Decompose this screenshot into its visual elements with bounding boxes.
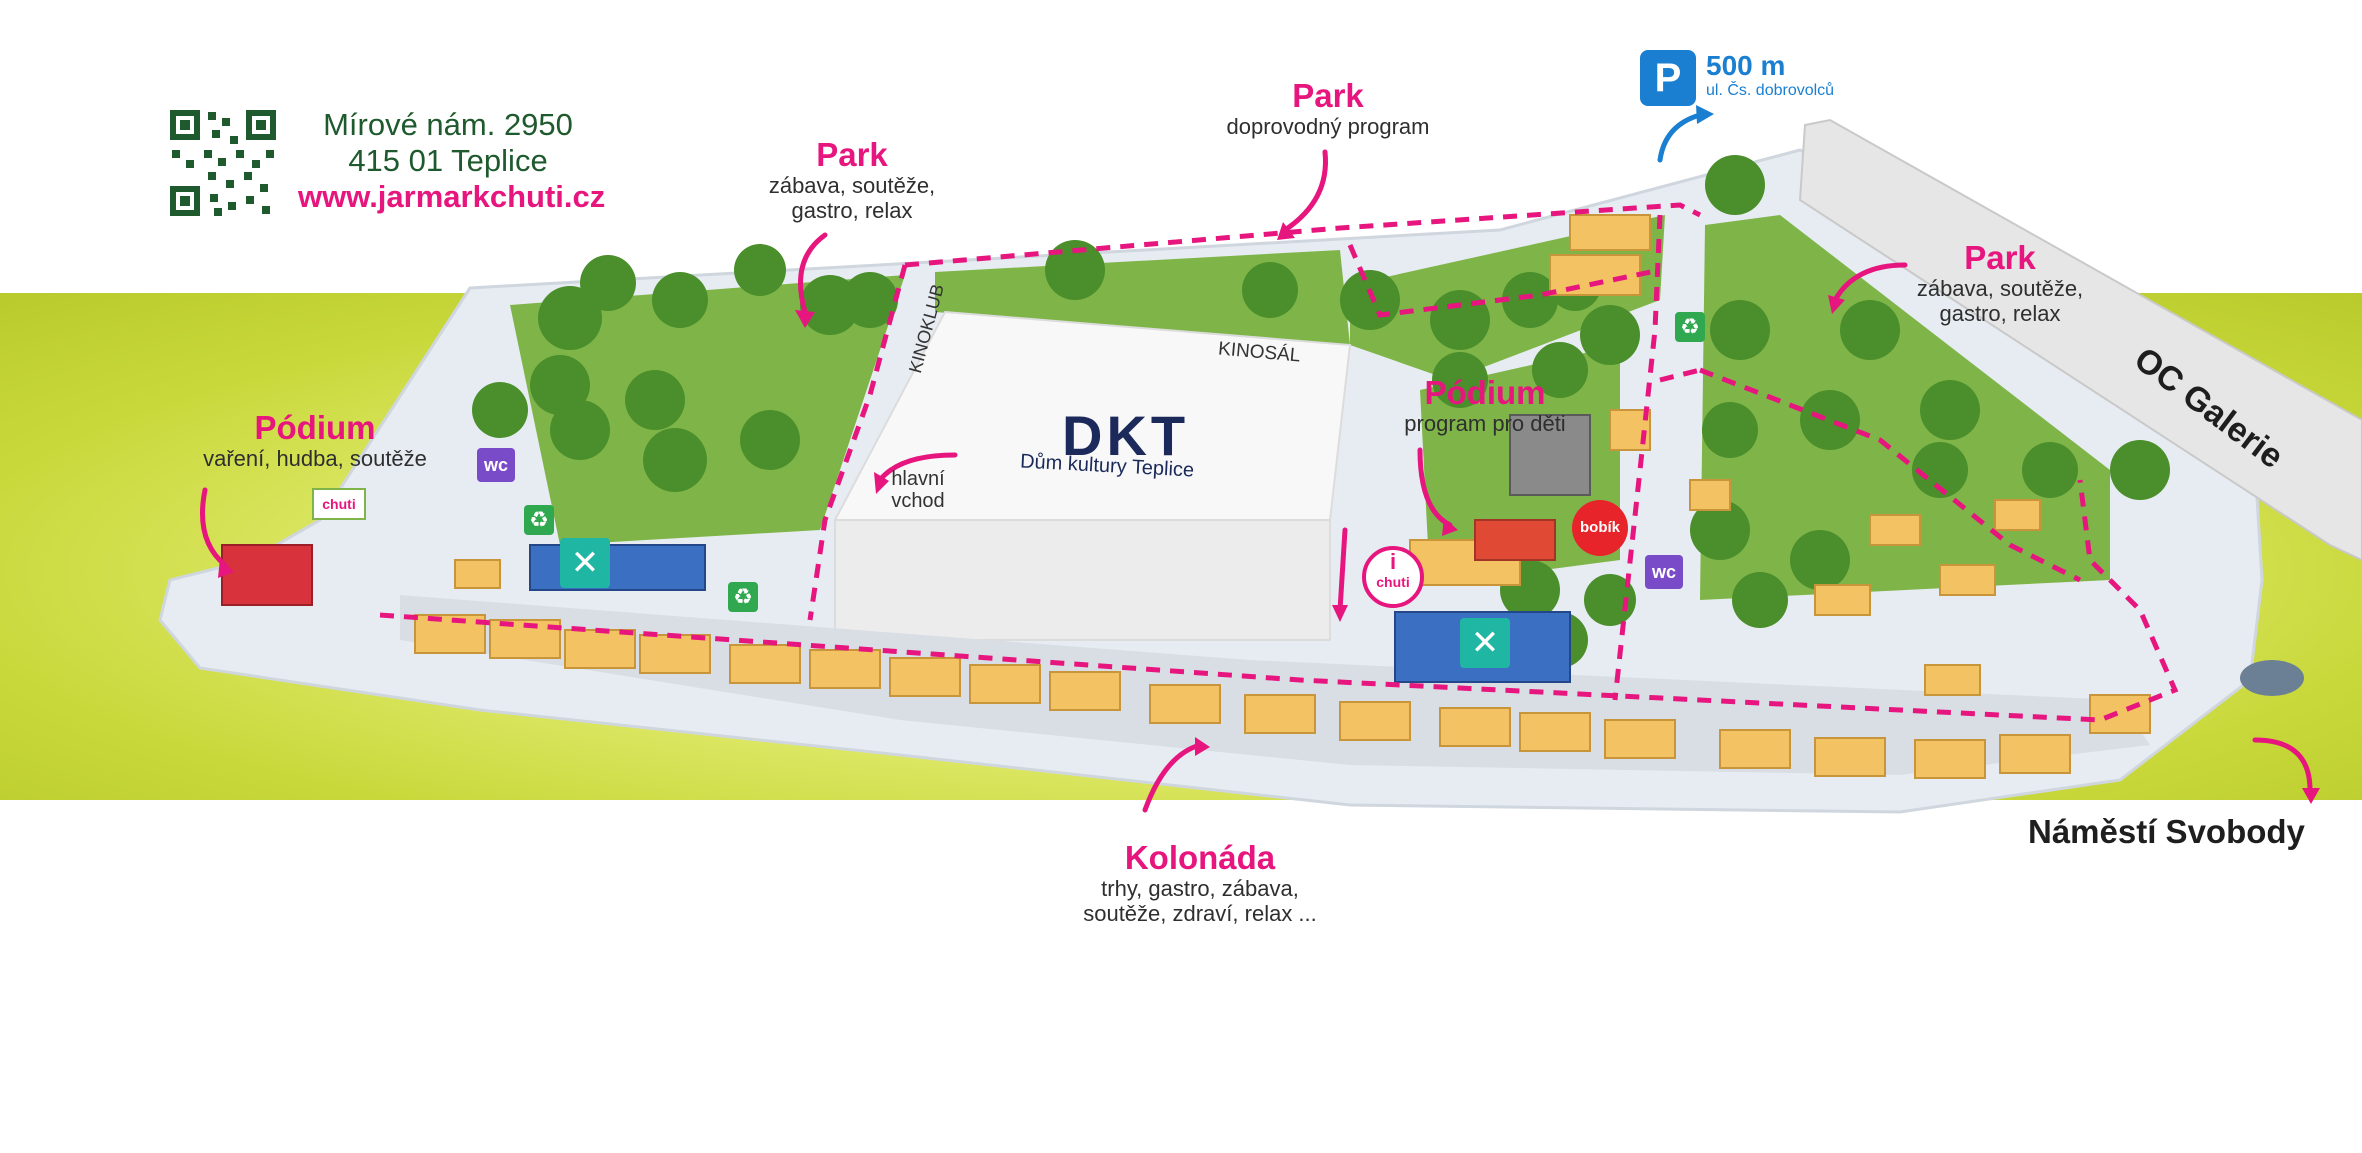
- callout-arrows: [200, 149, 2313, 813]
- zone-desc-line1: zábava, soutěže,: [1916, 276, 2084, 301]
- zone-park-right[interactable]: Park zábava, soutěže, gastro, relax: [1900, 239, 2100, 327]
- walking-paths: [379, 202, 2179, 723]
- zone-desc-line1: doprovodný program: [1226, 114, 1430, 139]
- recycle-icon: ♻: [728, 582, 758, 612]
- zone-title: Pódium: [254, 409, 376, 446]
- food-icon: ✕: [1460, 618, 1510, 668]
- namesti-svobody-label: Náměstí Svobody: [2028, 813, 2305, 850]
- parking-street: ul. Čs. dobrovolců: [1706, 82, 1835, 99]
- zone-title: Park: [1964, 239, 2036, 276]
- zone-desc-line2: soutěže, zdraví, relax ...: [1083, 901, 1317, 926]
- address-line-1: Mírové nám. 2950: [323, 107, 573, 142]
- zone-podium-left[interactable]: Pódium vaření, hudba, soutěže: [180, 409, 450, 472]
- info-point-icon[interactable]: i chuti: [1362, 546, 1424, 608]
- left-podium-stage: [221, 544, 313, 606]
- arrow-heads: [218, 222, 2320, 804]
- parking-arrow-head: [1696, 105, 1714, 124]
- colonnade-walkway: [400, 595, 2150, 775]
- zone-desc-line2: gastro, relax: [791, 198, 913, 223]
- zone-desc-line1: vaření, hudba, soutěže: [203, 446, 427, 471]
- dkt-building-wall: [834, 519, 1331, 641]
- parking-distance: 500 m: [1706, 50, 1786, 81]
- food-icon: ✕: [560, 538, 610, 588]
- market-stalls: [414, 214, 2151, 779]
- kids-podium-stage: [1474, 519, 1556, 561]
- lawn-top-park: [935, 250, 1350, 345]
- zone-desc-line2: gastro, relax: [1939, 301, 2061, 326]
- food-pavilion-left: [529, 544, 706, 591]
- zone-title: Pódium: [1424, 374, 1546, 411]
- parking-arrow: [1657, 112, 1703, 163]
- bobik-logo: bobík: [1572, 500, 1628, 556]
- zone-title: Park: [816, 136, 888, 173]
- qr-code: [170, 110, 276, 216]
- entrance-line1: hlavní: [891, 468, 945, 490]
- main-entrance-label: hlavní vchod: [878, 468, 958, 512]
- chuti-stand-sign: chuti: [312, 488, 366, 520]
- round-kiosk: [2240, 660, 2304, 696]
- wc-icon: wc: [1645, 555, 1683, 589]
- kids-podium-tent: [1509, 414, 1591, 496]
- trees: [472, 155, 2170, 668]
- zone-title: Park: [1292, 77, 1364, 114]
- zone-podium-kids[interactable]: Pódium program pro děti: [1380, 374, 1590, 437]
- recycle-icon: ♻: [524, 505, 554, 535]
- zone-desc-line1: program pro děti: [1404, 411, 1566, 436]
- zone-park-left[interactable]: Park zábava, soutěže, gastro, relax: [752, 136, 952, 224]
- info-brand: chuti: [1376, 574, 1410, 590]
- recycle-icon: ♻: [1675, 312, 1705, 342]
- zone-desc-line1: trhy, gastro, zábava,: [1101, 876, 1299, 901]
- entrance-line2: vchod: [891, 490, 945, 512]
- parking-icon: P: [1640, 50, 1696, 106]
- address-line-2: 415 01 Teplice: [348, 143, 548, 178]
- zone-kolonada[interactable]: Kolonáda trhy, gastro, zábava, soutěže, …: [1050, 839, 1350, 927]
- zone-desc-line1: zábava, soutěže,: [768, 173, 936, 198]
- zone-title: Kolonáda: [1124, 839, 1276, 876]
- zone-park-top[interactable]: Park doprovodný program: [1178, 77, 1478, 140]
- contact-block: Mírové nám. 2950 415 01 Teplice www.jarm…: [298, 107, 606, 215]
- info-letter: i: [1389, 549, 1397, 574]
- dkt-logo: DKT: [1062, 404, 1190, 467]
- wc-icon: wc: [477, 448, 515, 482]
- lawn-left-park: [510, 275, 905, 545]
- website-link[interactable]: www.jarmarkchuti.cz: [298, 179, 606, 214]
- oc-galerie-building: [1798, 118, 2362, 562]
